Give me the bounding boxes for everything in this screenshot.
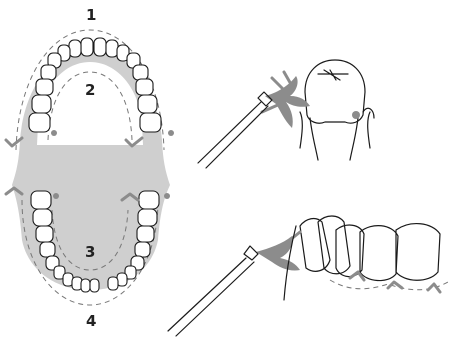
tooth — [69, 40, 81, 57]
tooth-root — [310, 118, 358, 160]
tooth — [36, 79, 53, 95]
tooth — [138, 95, 157, 113]
irrigator-nozzle — [168, 246, 258, 336]
irrigator-nozzle — [198, 92, 272, 168]
gumline-dot — [51, 130, 57, 136]
side-tooth — [396, 224, 440, 281]
tooth — [137, 226, 154, 242]
side-jet-mark — [388, 282, 402, 288]
tooth — [81, 279, 90, 292]
water-spray — [290, 232, 300, 240]
tooth — [31, 191, 51, 209]
tooth — [136, 79, 153, 95]
tooth — [33, 209, 52, 226]
tooth — [135, 242, 150, 257]
tooth — [138, 209, 157, 226]
side-jet-mark — [428, 284, 440, 292]
tooth — [140, 113, 161, 132]
tooth — [106, 40, 118, 57]
side-tooth — [360, 226, 398, 281]
tooth — [41, 65, 56, 80]
region-label-lower-inner: 3 — [85, 243, 95, 261]
tooth — [133, 65, 148, 80]
side-jet-mark — [350, 272, 364, 280]
upper-left-jet-mark — [6, 138, 22, 146]
side-tooth — [300, 219, 330, 272]
tooth — [81, 38, 93, 56]
crown-detail — [318, 70, 348, 80]
gumline-dot — [168, 130, 174, 136]
gumline-dot — [53, 193, 59, 199]
tooth — [139, 191, 159, 209]
tooth — [36, 226, 53, 242]
tooth — [94, 38, 106, 56]
teeth-side-view-illustration — [168, 216, 448, 336]
tooth — [90, 279, 99, 292]
region-label-upper: 1 — [86, 6, 96, 24]
region-label-upper-inner: 2 — [85, 81, 95, 99]
water-drop — [352, 111, 360, 119]
water-jet — [256, 236, 300, 271]
water-jet — [265, 76, 310, 128]
dental-arch-chart: 1 2 3 4 — [6, 6, 174, 330]
gumline-dot — [164, 193, 170, 199]
tooth-cross-section-illustration — [198, 60, 374, 168]
tooth — [40, 242, 55, 257]
tooth — [32, 95, 51, 113]
tooth — [108, 277, 118, 290]
region-label-lower: 4 — [86, 312, 96, 330]
